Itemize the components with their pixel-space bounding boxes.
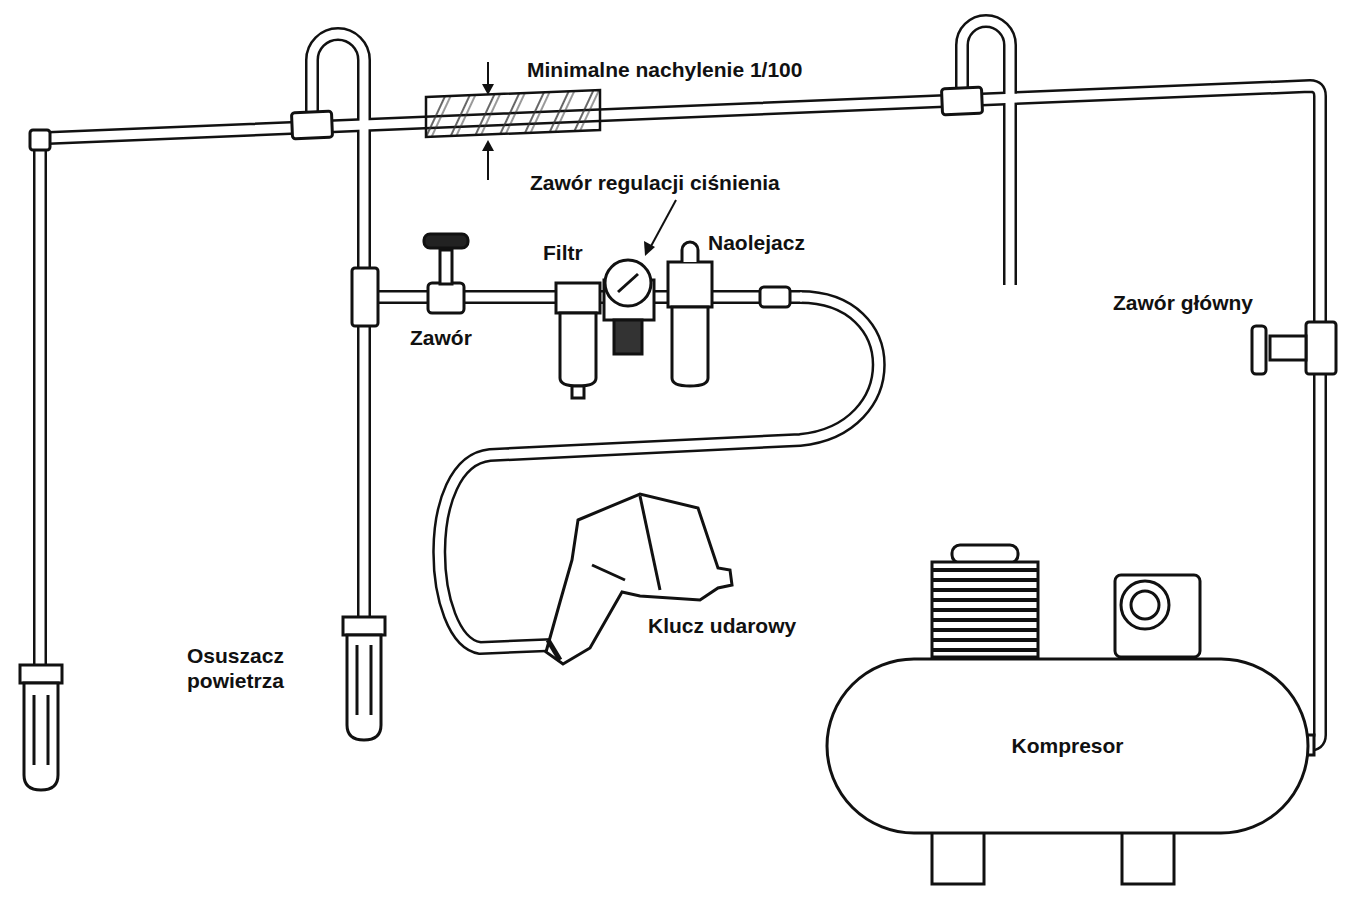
compressor-tank: Kompresor: [825, 657, 1310, 835]
fittings: [30, 87, 1336, 755]
lubricator-label: Naolejacz: [708, 230, 805, 255]
dryers: [20, 617, 385, 790]
fin: [932, 588, 1038, 592]
main-valve-label: Zawór główny: [1113, 290, 1253, 315]
leader-line: [644, 200, 676, 256]
fin: [932, 578, 1038, 582]
regulator-label: Zawór regulacji ciśnienia: [530, 170, 780, 195]
fin: [932, 618, 1038, 622]
wrench-label: Klucz udarowy: [648, 613, 796, 638]
valve-label: Zawór: [410, 325, 472, 350]
slope-arrows: [482, 62, 494, 180]
valve: [424, 234, 468, 313]
impact-wrench: [546, 494, 732, 664]
fin: [932, 608, 1038, 612]
fin: [932, 598, 1038, 602]
dryer-label: Osuszacz powietrza: [187, 643, 327, 693]
slope-note: Minimalne nachylenie 1/100: [527, 57, 802, 82]
fin: [932, 638, 1038, 642]
fin: [932, 648, 1038, 652]
node-label: Kompresor: [1011, 734, 1123, 758]
fin: [932, 568, 1038, 572]
filter-label: Filtr: [543, 240, 583, 265]
pipes: [40, 21, 1320, 745]
slope-band: [426, 90, 600, 137]
frl-unit: [556, 242, 790, 398]
fin: [932, 628, 1038, 632]
